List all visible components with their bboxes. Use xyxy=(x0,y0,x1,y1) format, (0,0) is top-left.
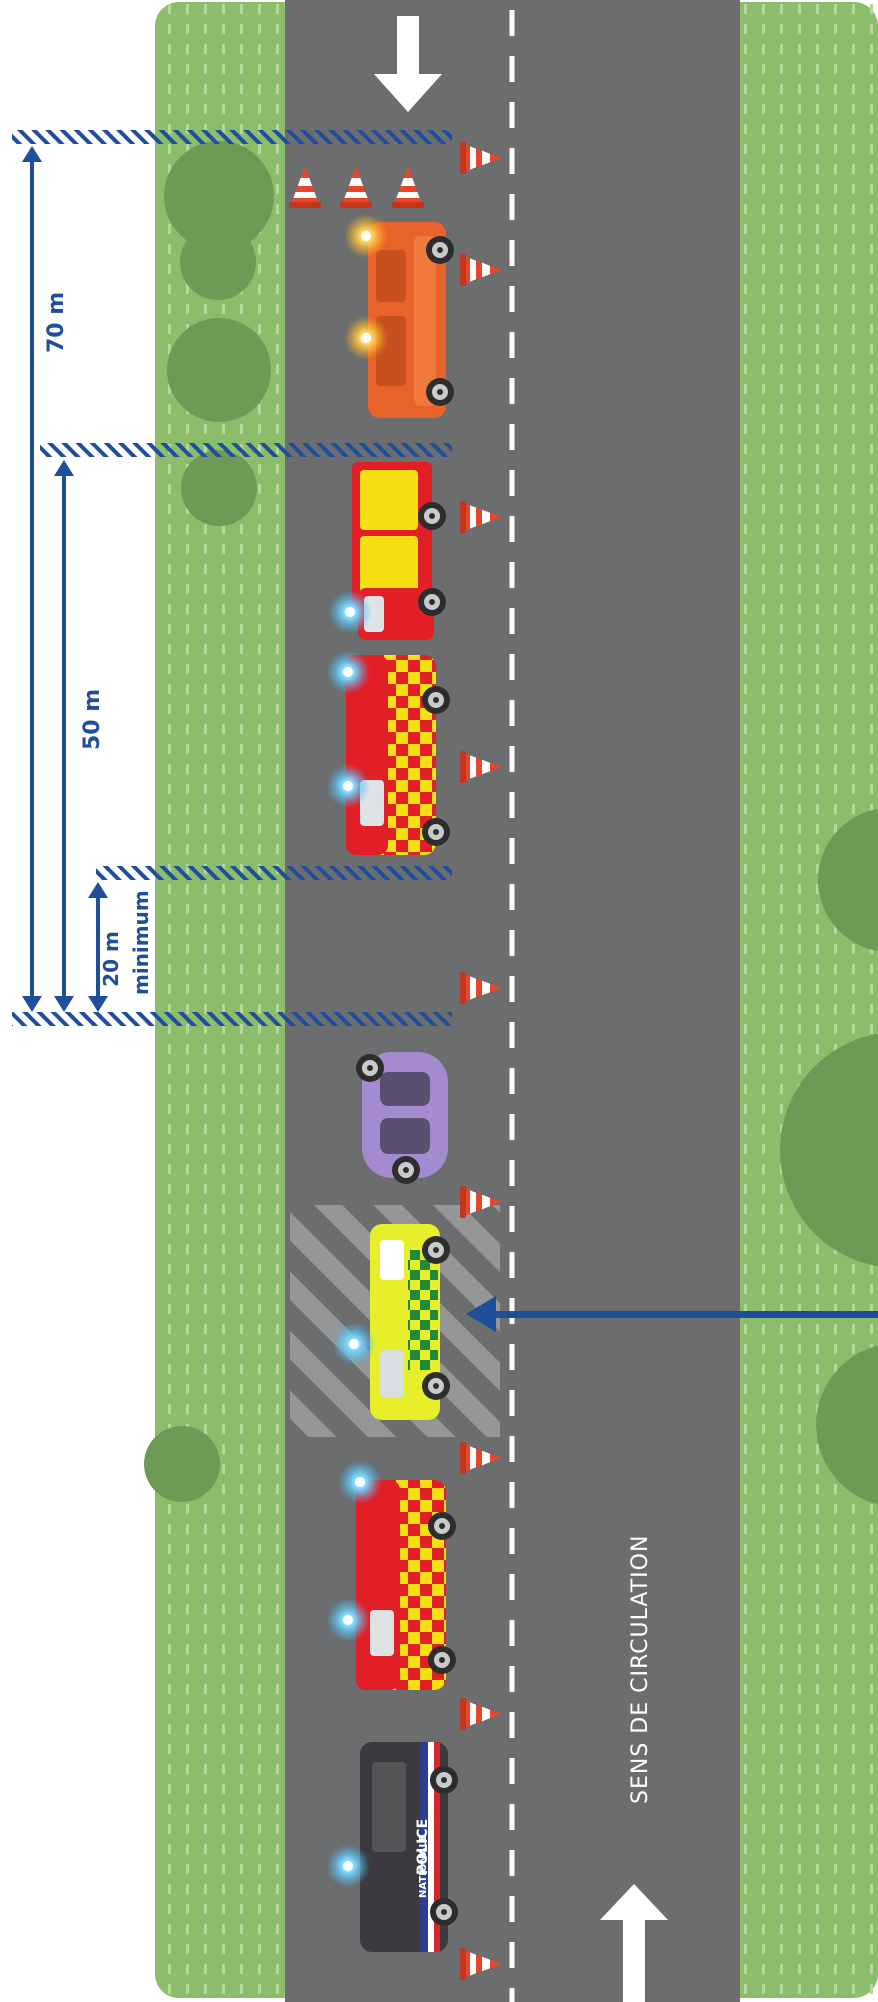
police-van-text-2: NATIONALE xyxy=(418,1808,432,1898)
emergency-beacon-icon xyxy=(338,1460,382,1504)
emergency-beacon-icon xyxy=(344,214,388,258)
emergency-beacon-icon xyxy=(326,650,370,694)
measure-arrows xyxy=(22,146,108,1012)
civilian-car xyxy=(356,1052,448,1184)
distance-label-70m: 70 m xyxy=(44,283,70,353)
emergency-beacon-icon xyxy=(326,1844,370,1888)
emergency-beacon-icon xyxy=(326,1598,370,1642)
distance-label-minimum: minimum xyxy=(131,905,151,995)
emergency-beacon-icon xyxy=(344,316,388,360)
distance-label-50m: 50 m xyxy=(80,680,106,750)
direction-label: SENS DE CIRCULATION xyxy=(628,1544,656,1804)
distance-label-20m: 20 m xyxy=(101,929,123,989)
road xyxy=(285,0,740,2002)
emergency-beacon-icon xyxy=(332,1322,376,1366)
emergency-beacon-icon xyxy=(328,590,372,634)
emergency-beacon-icon xyxy=(326,764,370,808)
